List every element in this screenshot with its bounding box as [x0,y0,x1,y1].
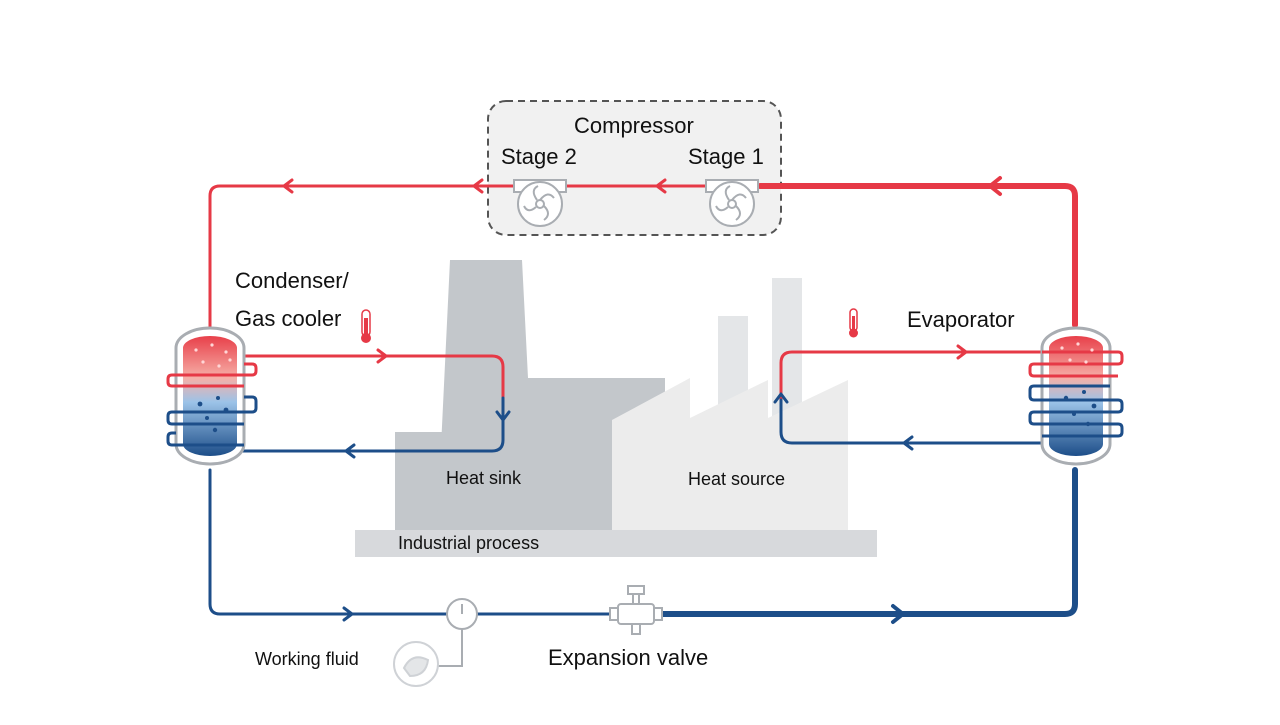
expansion-valve-label: Expansion valve [548,645,709,670]
working-fluid-label: Working fluid [255,649,359,669]
refrigerant-loop [208,183,1078,617]
compressor-stage-1 [705,179,759,227]
compressor-label: Compressor [574,113,694,138]
stage-1-label: Stage 1 [688,144,764,169]
flow-arrows [282,176,1002,624]
stage-2-label: Stage 2 [501,144,577,169]
condenser-label: Condenser/ [235,268,349,293]
heat-sink-loop [238,348,511,459]
expansion-valve-icon [609,585,663,635]
gas-cooler-label: Gas cooler [235,306,342,331]
industrial-process-base [355,530,877,557]
thermometer-icon [361,309,371,343]
pressure-gauge-icon [438,598,478,667]
evaporator-label: Evaporator [907,307,1015,332]
industrial-process-label: Industrial process [398,533,540,553]
compressor-fan-icon [523,185,555,221]
condenser-tank [166,326,258,466]
factory-heat-source [612,278,848,530]
heat-source-label: Heat source [688,469,786,489]
compressor-fan-icon [715,185,747,221]
compressor-stage-2 [513,179,567,227]
thermometer-icon [849,308,858,338]
heat-source-loop [773,344,1047,451]
working-fluid-icon [393,641,439,687]
evaporator-tank [1028,326,1124,466]
heat-sink-label: Heat sink [446,468,522,488]
